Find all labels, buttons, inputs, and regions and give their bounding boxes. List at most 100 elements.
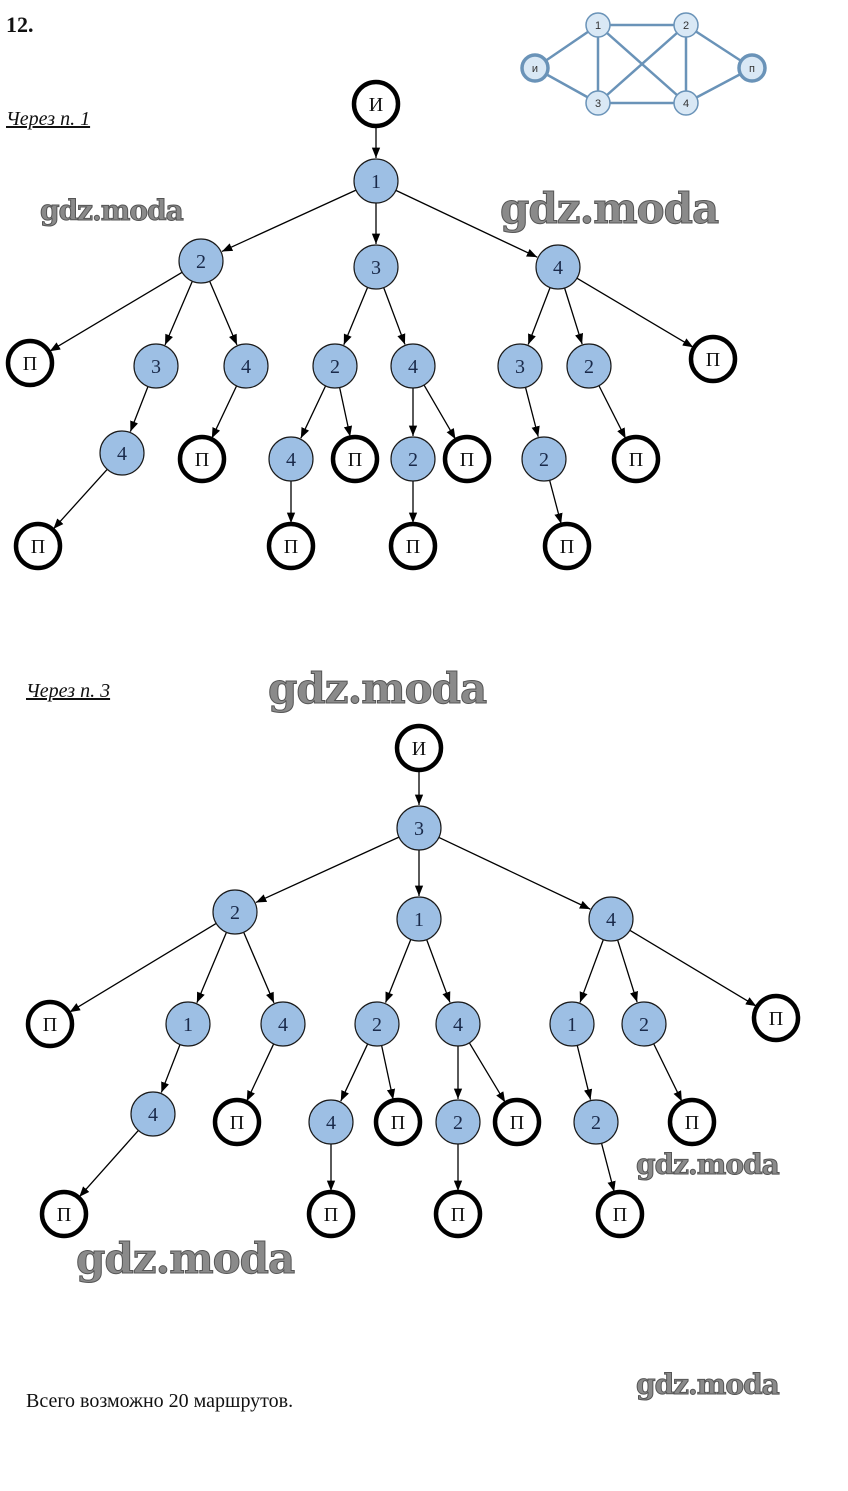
end-node-circle (266, 521, 316, 571)
tree-edge-arrow (69, 922, 217, 1013)
end-node: П (5, 338, 55, 388)
intermediate-node: 1 (353, 158, 399, 204)
node-label: 4 (117, 443, 127, 465)
intermediate-node-circle (260, 1001, 306, 1047)
end-node: П (751, 993, 801, 1043)
node-label: П (685, 1112, 699, 1134)
end-node-circle (751, 993, 801, 1043)
node-label: 4 (278, 1014, 288, 1036)
node-label: 2 (584, 356, 594, 378)
intermediate-node-circle (223, 343, 269, 389)
intermediate-node: 2 (312, 343, 358, 389)
node-label: 2 (591, 1112, 601, 1134)
tree-edge-arrow (576, 277, 694, 348)
intermediate-node-circle (353, 244, 399, 290)
node-label: П (348, 449, 362, 471)
reference-graph-node (673, 12, 699, 38)
intermediate-node: 4 (390, 343, 436, 389)
reference-graph-node (737, 53, 767, 83)
node-label: П (43, 1014, 57, 1036)
intermediate-node: 2 (354, 1001, 400, 1047)
intermediate-node: 1 (549, 1001, 595, 1047)
node-label: И (412, 738, 426, 760)
intermediate-node-circle (535, 244, 581, 290)
start-node-circle (394, 723, 444, 773)
intermediate-node-circle (566, 343, 612, 389)
tree-edge-arrow (196, 932, 228, 1004)
tree-edge-arrow (395, 189, 538, 258)
node-label: П (406, 536, 420, 558)
node-label: 4 (453, 1014, 463, 1036)
node-label: П (57, 1204, 71, 1226)
end-node: П (388, 521, 438, 571)
tree-edge-arrow (563, 287, 583, 345)
reference-graph-node (673, 90, 699, 116)
intermediate-node: 1 (396, 896, 442, 942)
intermediate-node-circle (165, 1001, 211, 1047)
intermediate-node-circle (497, 343, 543, 389)
node-label: П (230, 1112, 244, 1134)
intermediate-node: 4 (535, 244, 581, 290)
start-node: И (351, 79, 401, 129)
section-title-via-3: Через п. 3 (26, 680, 111, 702)
node-label: 2 (230, 902, 240, 924)
node-label: 4 (408, 356, 418, 378)
node-label: П (31, 536, 45, 558)
intermediate-node-circle (435, 1001, 481, 1047)
tree-edge-arrow (52, 468, 108, 530)
node-label: 1 (567, 1014, 577, 1036)
end-node-circle (595, 1189, 645, 1239)
end-node: П (212, 1097, 262, 1147)
node-label: 4 (148, 1104, 158, 1126)
node-label: 2 (408, 449, 418, 471)
node-label: 2 (639, 1014, 649, 1036)
intermediate-node: 3 (497, 343, 543, 389)
node-label: П (324, 1204, 338, 1226)
intermediate-node: 3 (133, 343, 179, 389)
reference-graph-node-label: 4 (683, 98, 689, 110)
end-node-circle (25, 999, 75, 1049)
watermark: gdz.moda (267, 664, 487, 714)
intermediate-node: 4 (435, 1001, 481, 1047)
node-label: 4 (326, 1112, 336, 1134)
reference-graph-edge (597, 24, 687, 104)
tree-edge-arrow (343, 287, 369, 345)
tree-edge-arrow (527, 287, 551, 345)
watermark: gdz.moda (40, 194, 185, 228)
end-node: П (306, 1189, 356, 1239)
end-node-circle (667, 1097, 717, 1147)
intermediate-node-circle (549, 1001, 595, 1047)
intermediate-node-circle (521, 436, 567, 482)
intermediate-node-circle (396, 896, 442, 942)
end-node-circle (330, 434, 380, 484)
intermediate-node-circle (396, 805, 442, 851)
intermediate-node: 2 (435, 1099, 481, 1145)
intermediate-node-circle (621, 1001, 667, 1047)
reference-graph-node-label: 2 (683, 20, 689, 32)
end-node-circle (492, 1097, 542, 1147)
node-label: П (460, 449, 474, 471)
node-label: П (391, 1112, 405, 1134)
intermediate-node: 1 (165, 1001, 211, 1047)
tree-edge-arrow (653, 1043, 683, 1102)
end-node: П (25, 999, 75, 1049)
end-node-circle (542, 521, 592, 571)
end-node-circle (388, 521, 438, 571)
watermark: gdz.moda (636, 1368, 781, 1402)
summary-text: Всего возможно 20 маршрутов. (26, 1390, 294, 1412)
end-node: П (542, 521, 592, 571)
node-label: П (560, 536, 574, 558)
end-node: П (373, 1097, 423, 1147)
node-label: 4 (553, 257, 563, 279)
start-node-circle (351, 79, 401, 129)
intermediate-node: 2 (178, 238, 224, 284)
node-label: П (613, 1204, 627, 1226)
node-label: 3 (414, 818, 424, 840)
intermediate-node: 2 (212, 889, 258, 935)
start-node: И (394, 723, 444, 773)
intermediate-node: 4 (308, 1099, 354, 1145)
node-label: П (706, 349, 720, 371)
